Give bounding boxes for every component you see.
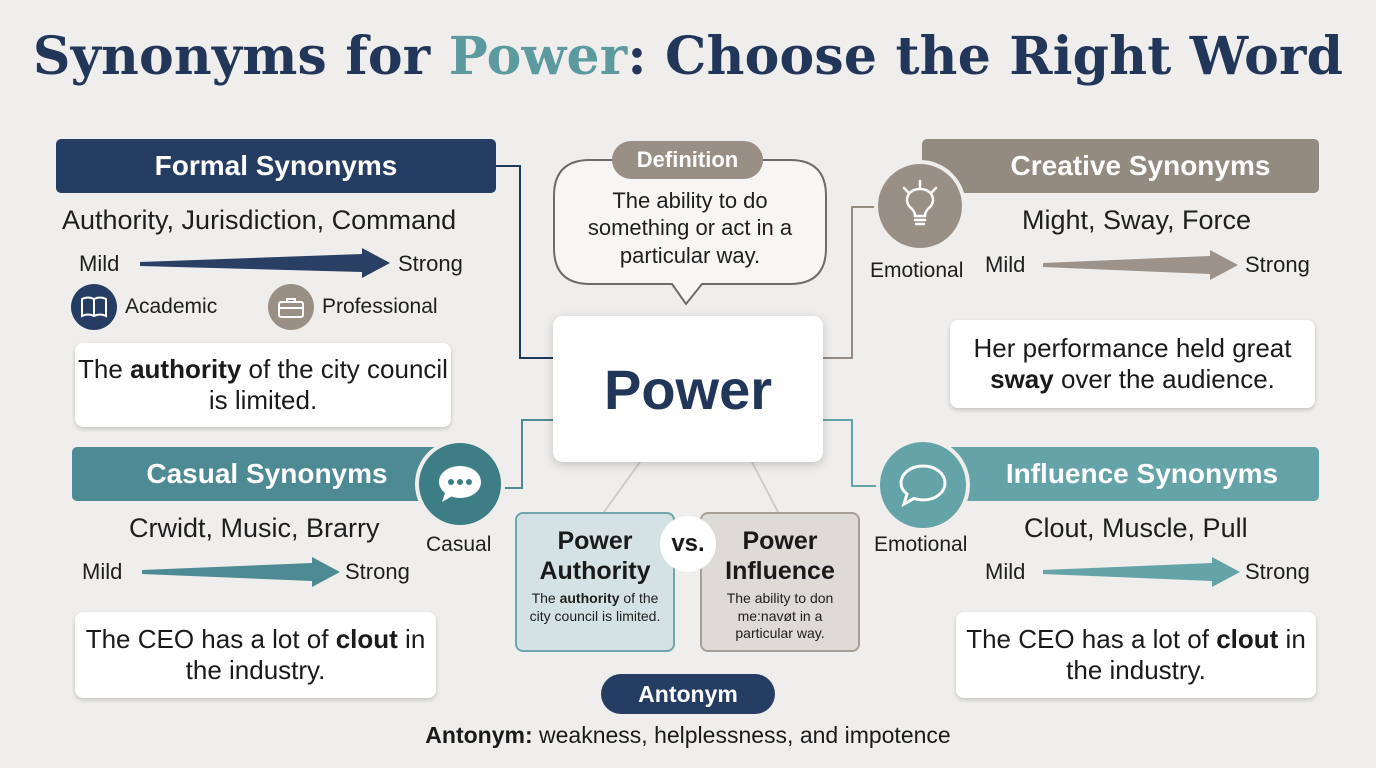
formal-synonyms-header: Formal Synonyms [56, 139, 496, 193]
creative-example-card: Her performance held great sway over the… [950, 320, 1315, 408]
power-authority-desc: The authority of the city council is lim… [529, 590, 661, 624]
influence-synonyms-header: Influence Synonyms [925, 447, 1319, 501]
lightbulb-icon [874, 160, 966, 252]
creative-strong-label: Strong [1245, 252, 1310, 277]
title-accent: Power [448, 26, 628, 87]
influence-scale-arrow [1043, 557, 1240, 587]
center-word-box: Power [553, 316, 823, 462]
creative-tag-label: Emotional [870, 259, 964, 282]
creative-synonyms-list: Might, Sway, Force [1022, 205, 1252, 235]
antonym-pill: Antonym [601, 674, 775, 714]
casual-example-card: The CEO has a lot of clout in the indust… [75, 612, 436, 698]
academic-label: Academic [125, 295, 218, 318]
casual-tag-label: Casual [426, 533, 492, 556]
creative-scale-arrow [1043, 250, 1238, 280]
power-authority-title: Power Authority [539, 527, 651, 585]
power-influence-title: Power Influence [725, 527, 835, 585]
speech-bubble-icon [415, 439, 505, 529]
definition-pill: Definition [612, 141, 763, 179]
casual-synonyms-header: Casual Synonyms [72, 447, 462, 501]
definition-text: The ability to do something or act in a … [587, 187, 793, 268]
book-icon [71, 284, 117, 330]
vs-badge: vs. [660, 516, 716, 572]
casual-scale-arrow [142, 557, 340, 587]
chat-bubble-icon [876, 438, 970, 532]
influence-strong-label: Strong [1245, 559, 1310, 584]
formal-scale-arrow [140, 248, 390, 278]
formal-mild-label: Mild [79, 251, 120, 276]
formal-strong-label: Strong [398, 251, 463, 276]
page-title: Synonyms for Power: Choose the Right Wor… [32, 26, 1344, 87]
creative-mild-label: Mild [985, 252, 1026, 277]
briefcase-icon [268, 284, 314, 330]
casual-strong-label: Strong [345, 559, 410, 584]
power-influence-box: Power Influence The ability to don me:na… [700, 512, 860, 652]
casual-synonyms-list: Crwidt, Music, Brarry [129, 513, 380, 543]
influence-example-card: The CEO has a lot of clout in the indust… [956, 612, 1316, 698]
formal-synonyms-list: Authority, Jurisdiction, Command [62, 205, 457, 235]
definition-bubble: The ability to do something or act in a … [550, 148, 830, 308]
influence-synonyms-list: Clout, Muscle, Pull [1024, 513, 1248, 543]
creative-synonyms-header: Creative Synonyms [922, 139, 1319, 193]
influence-mild-label: Mild [985, 559, 1026, 584]
antonym-line: Antonym: weakness, helplessness, and imp… [425, 722, 951, 748]
power-influence-desc: The ability to don me:navøt in a particu… [726, 590, 834, 641]
power-authority-box: Power Authority The authority of the cit… [515, 512, 675, 652]
professional-label: Professional [322, 295, 438, 318]
influence-tag-label: Emotional [874, 533, 968, 556]
casual-mild-label: Mild [82, 559, 123, 584]
formal-example-card: The authority of the city council is lim… [75, 343, 451, 427]
